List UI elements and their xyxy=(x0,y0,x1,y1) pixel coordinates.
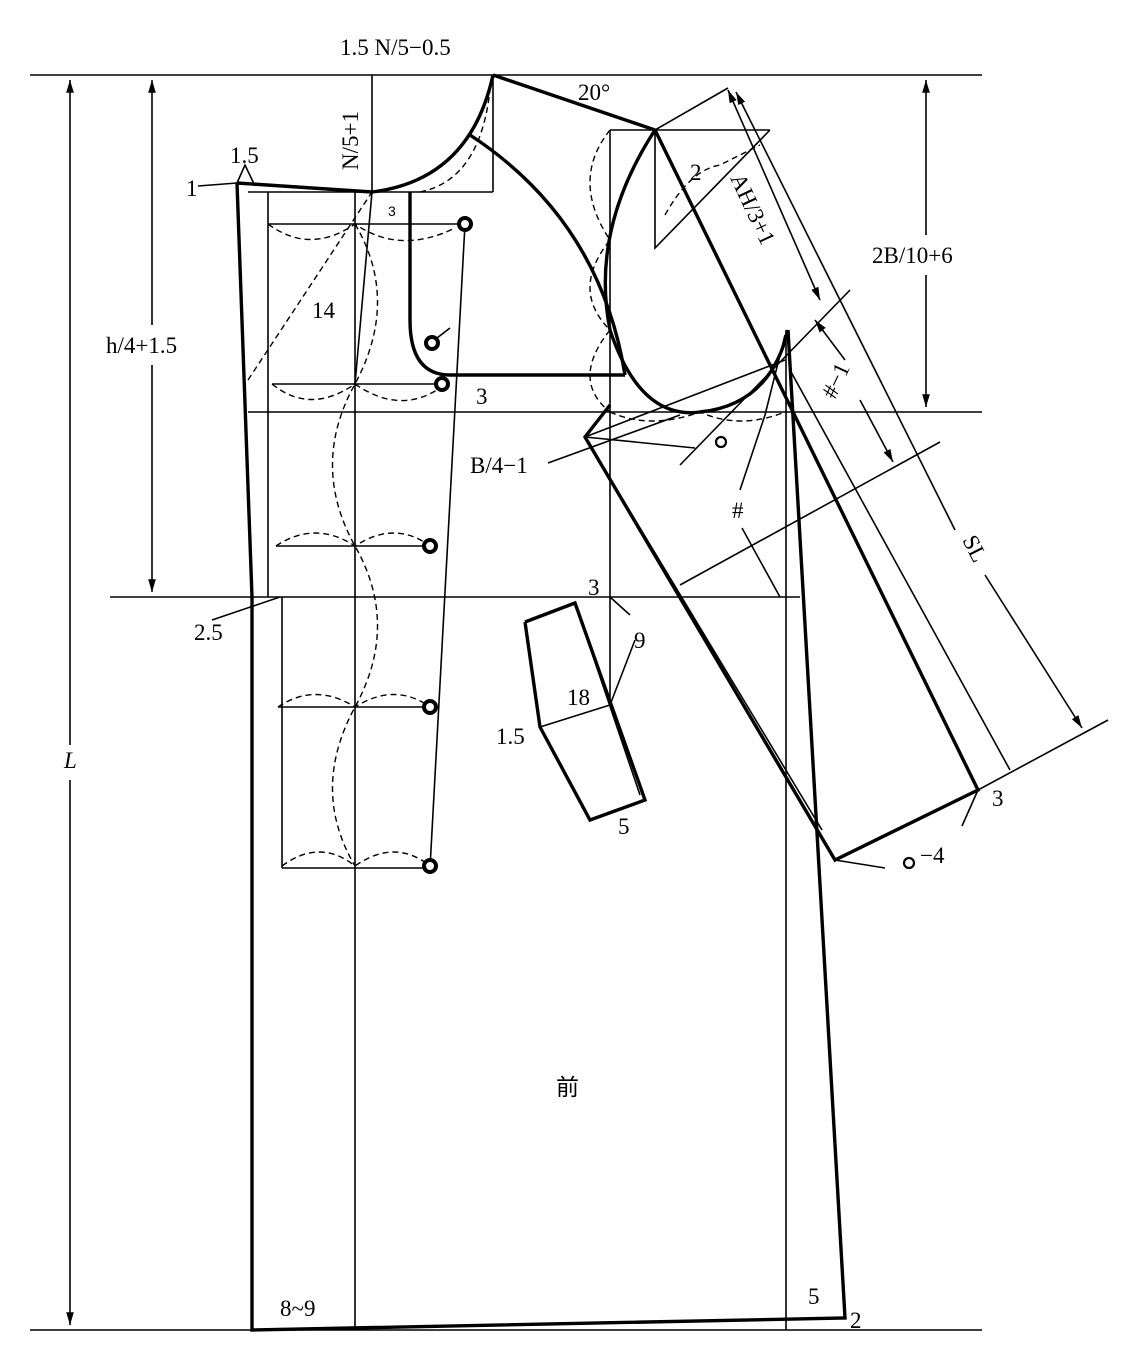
hash-leader-bottom xyxy=(741,527,781,598)
label-hash-minus-1: #−1 xyxy=(817,359,855,402)
scallop-vertical xyxy=(331,223,379,867)
armhole-scallop xyxy=(589,129,611,413)
piece-title: 前 xyxy=(556,1075,579,1100)
facing-edge xyxy=(429,223,466,869)
notch-mark-icon xyxy=(902,856,916,870)
sl-line-top xyxy=(735,91,956,531)
scallop-curves xyxy=(267,89,786,867)
pocket-9-leader xyxy=(609,596,631,616)
label-raise: 1.5 xyxy=(230,143,259,168)
label-sl: SL xyxy=(958,531,992,566)
front-body-outline xyxy=(235,182,847,1332)
hash-minus-arrow-bottom xyxy=(859,399,894,463)
label-shoulder-angle: 20° xyxy=(578,80,610,105)
label-neck-top: 1.5 N/5−0.5 xyxy=(340,35,451,60)
button-icon xyxy=(434,376,450,392)
sleeve-outline xyxy=(582,129,981,863)
label-pocket-3: 3 xyxy=(588,575,600,600)
neck-extension xyxy=(236,181,373,194)
facing-inner xyxy=(408,192,625,377)
label-cuff-3: 3 xyxy=(992,786,1004,811)
cuff-cross xyxy=(977,719,1109,791)
label-neck-depth: N/5+1 xyxy=(338,111,363,170)
cap-scallop xyxy=(664,144,761,216)
scallop-1 xyxy=(267,223,456,242)
label-pocket-1-5: 1.5 xyxy=(496,724,525,749)
button-icon xyxy=(422,858,438,874)
guide-diagonal xyxy=(247,191,373,381)
label-facing-3: 3 xyxy=(476,384,488,409)
label-cuff-minus-4: −4 xyxy=(920,843,945,868)
cuff-3-leader xyxy=(961,789,979,827)
label-side-2: 2 xyxy=(850,1308,862,1333)
buttons xyxy=(422,216,916,874)
label-hem: 8~9 xyxy=(280,1296,315,1321)
sleeve-center-line xyxy=(789,369,1011,771)
neck-scallop xyxy=(419,89,491,193)
garment-outline xyxy=(197,73,981,1332)
label-cap-2: 2 xyxy=(690,160,702,185)
button-icon xyxy=(422,699,438,715)
sleeve-inner-line xyxy=(604,469,823,831)
hash-minus-arrow-top xyxy=(814,319,846,361)
sl-line-bottom xyxy=(984,574,1083,729)
button-icon xyxy=(422,538,438,554)
scallop-3 xyxy=(275,532,431,547)
label-pocket-5: 5 xyxy=(618,814,630,839)
shoulder-seam xyxy=(492,73,656,132)
label-waist-length: h/4+1.5 xyxy=(106,333,177,358)
button-thread xyxy=(436,327,451,339)
pocket-flap xyxy=(523,600,648,823)
armhole-curve xyxy=(603,129,790,415)
dart-leader xyxy=(584,436,696,449)
bust-leader xyxy=(584,359,786,438)
label-hash: # xyxy=(732,498,744,523)
facing-curve xyxy=(469,133,627,376)
dim-14-line xyxy=(354,191,373,385)
label-14: 14 xyxy=(312,298,336,323)
label-pocket-9: 9 xyxy=(634,628,646,653)
label-2-5: 2.5 xyxy=(194,620,223,645)
sleeve-top-cross xyxy=(654,87,729,131)
label-armhole-depth: 2B/10+6 xyxy=(872,243,953,268)
scallop-5 xyxy=(281,851,431,867)
raise-leader xyxy=(236,163,256,187)
scallop-2 xyxy=(271,383,441,402)
elbow-cross xyxy=(679,441,941,586)
pocket-leader xyxy=(539,639,636,728)
notch-mark-icon xyxy=(714,435,728,449)
label-small-3: 3 xyxy=(388,203,396,219)
label-pocket-18: 18 xyxy=(567,685,590,710)
neckline-curve xyxy=(371,74,495,194)
label-length: L xyxy=(63,748,77,773)
label-bust: B/4−1 xyxy=(470,453,528,478)
cuff-leader xyxy=(834,859,886,869)
ah-dim-arrow xyxy=(727,89,821,301)
bust-scallop xyxy=(609,411,786,422)
scallop-4 xyxy=(277,693,431,708)
cf-leader xyxy=(211,596,281,621)
label-ah: AH/3+1 xyxy=(725,170,780,249)
button-icon xyxy=(424,335,440,351)
label-extend: 1 xyxy=(186,176,198,201)
bust-label-leader xyxy=(547,414,681,464)
extend-leader xyxy=(197,182,238,187)
button-icon xyxy=(457,216,473,232)
sleeve-cap-triangle xyxy=(654,129,771,250)
label-side-5: 5 xyxy=(808,1284,820,1309)
reference-lines xyxy=(30,74,982,1331)
pocket-inner xyxy=(574,602,641,796)
